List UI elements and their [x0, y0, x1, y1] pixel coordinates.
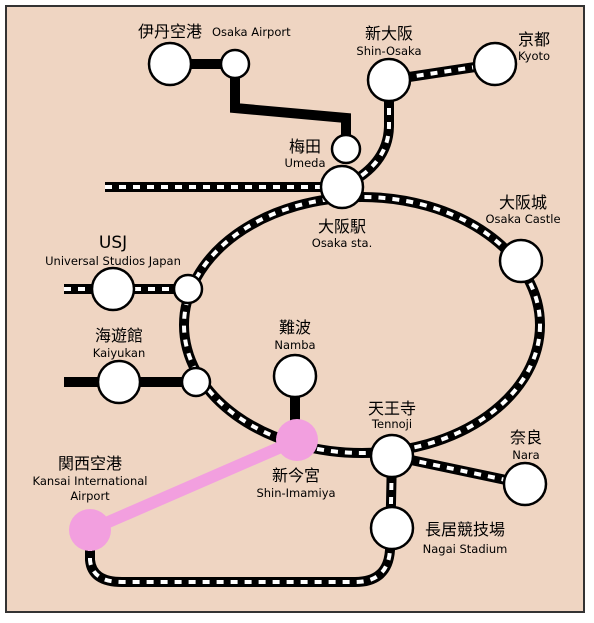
- kansai-airport-line: [87, 434, 300, 536]
- label-tennoji-en: Tennoji: [371, 417, 412, 431]
- station-umeda[interactable]: [330, 133, 362, 165]
- nara-line: [390, 451, 527, 489]
- station-osaka-sta[interactable]: [319, 164, 365, 210]
- osaka-loop-line: [179, 192, 545, 458]
- label-tennoji-jp: 天王寺: [368, 399, 416, 418]
- label-kansai-airport-jp: 関西空港: [58, 454, 122, 473]
- station-monorail-junction[interactable]: [219, 48, 251, 80]
- station-osaka-airport[interactable]: [147, 41, 193, 87]
- label-namba-jp: 難波: [279, 318, 311, 337]
- station-kansai-airport[interactable]: [69, 509, 111, 551]
- airport-monorail: [170, 59, 351, 150]
- label-shin-osaka-jp: 新大阪: [365, 24, 413, 43]
- label-kansai-airport-en: Kansai International: [33, 474, 148, 488]
- label-kansai-airport-en-line2: Airport: [70, 489, 110, 503]
- station-nara[interactable]: [502, 461, 548, 507]
- station-kyoto[interactable]: [472, 41, 518, 87]
- label-kaiyukan-jp: 海遊館: [95, 326, 143, 345]
- station-tennoji[interactable]: [369, 433, 415, 479]
- label-nara-en: Nara: [512, 448, 539, 462]
- label-nagai-stadium-en: Nagai Stadium: [423, 542, 508, 556]
- label-osaka-castle-jp: 大阪城: [499, 193, 547, 212]
- label-kyoto-en: Kyoto: [518, 49, 550, 63]
- label-osaka-airport-jp: 伊丹空港: [138, 22, 202, 41]
- station-namba[interactable]: [272, 353, 318, 399]
- label-shin-imamiya-en: Shin-Imamiya: [256, 486, 335, 500]
- label-osaka-sta-en: Osaka sta.: [312, 236, 372, 250]
- station-usj[interactable]: [90, 266, 136, 312]
- label-kyoto-jp: 京都: [518, 30, 550, 49]
- label-osaka-airport-en: Osaka Airport: [212, 25, 291, 39]
- hanwa-line: [85, 455, 397, 587]
- label-nara-jp: 奈良: [510, 428, 542, 447]
- label-usj-en: Universal Studios Japan: [45, 254, 181, 268]
- station-bentencho[interactable]: [180, 366, 212, 398]
- label-nagai-stadium-jp: 長居競技場: [425, 520, 505, 539]
- label-kaiyukan-en: Kaiyukan: [93, 346, 145, 360]
- label-umeda-jp: 梅田: [289, 137, 321, 156]
- label-shin-osaka-en: Shin-Osaka: [356, 44, 421, 58]
- label-shin-imamiya-jp: 新今宮: [272, 466, 320, 485]
- map-background: [5, 5, 585, 613]
- station-kaiyukan[interactable]: [96, 359, 142, 405]
- label-namba-en: Namba: [274, 338, 315, 352]
- label-usj-jp: USJ: [99, 233, 127, 253]
- station-shin-imamiya[interactable]: [276, 419, 318, 461]
- station-shin-osaka[interactable]: [366, 57, 412, 103]
- label-osaka-castle-en: Osaka Castle: [485, 212, 560, 226]
- station-nishikujo[interactable]: [172, 273, 204, 305]
- label-umeda-en: Umeda: [284, 156, 325, 170]
- station-osaka-castle[interactable]: [498, 238, 544, 284]
- label-osaka-sta-jp: 大阪駅: [318, 217, 366, 236]
- station-nagai-stadium[interactable]: [369, 505, 415, 551]
